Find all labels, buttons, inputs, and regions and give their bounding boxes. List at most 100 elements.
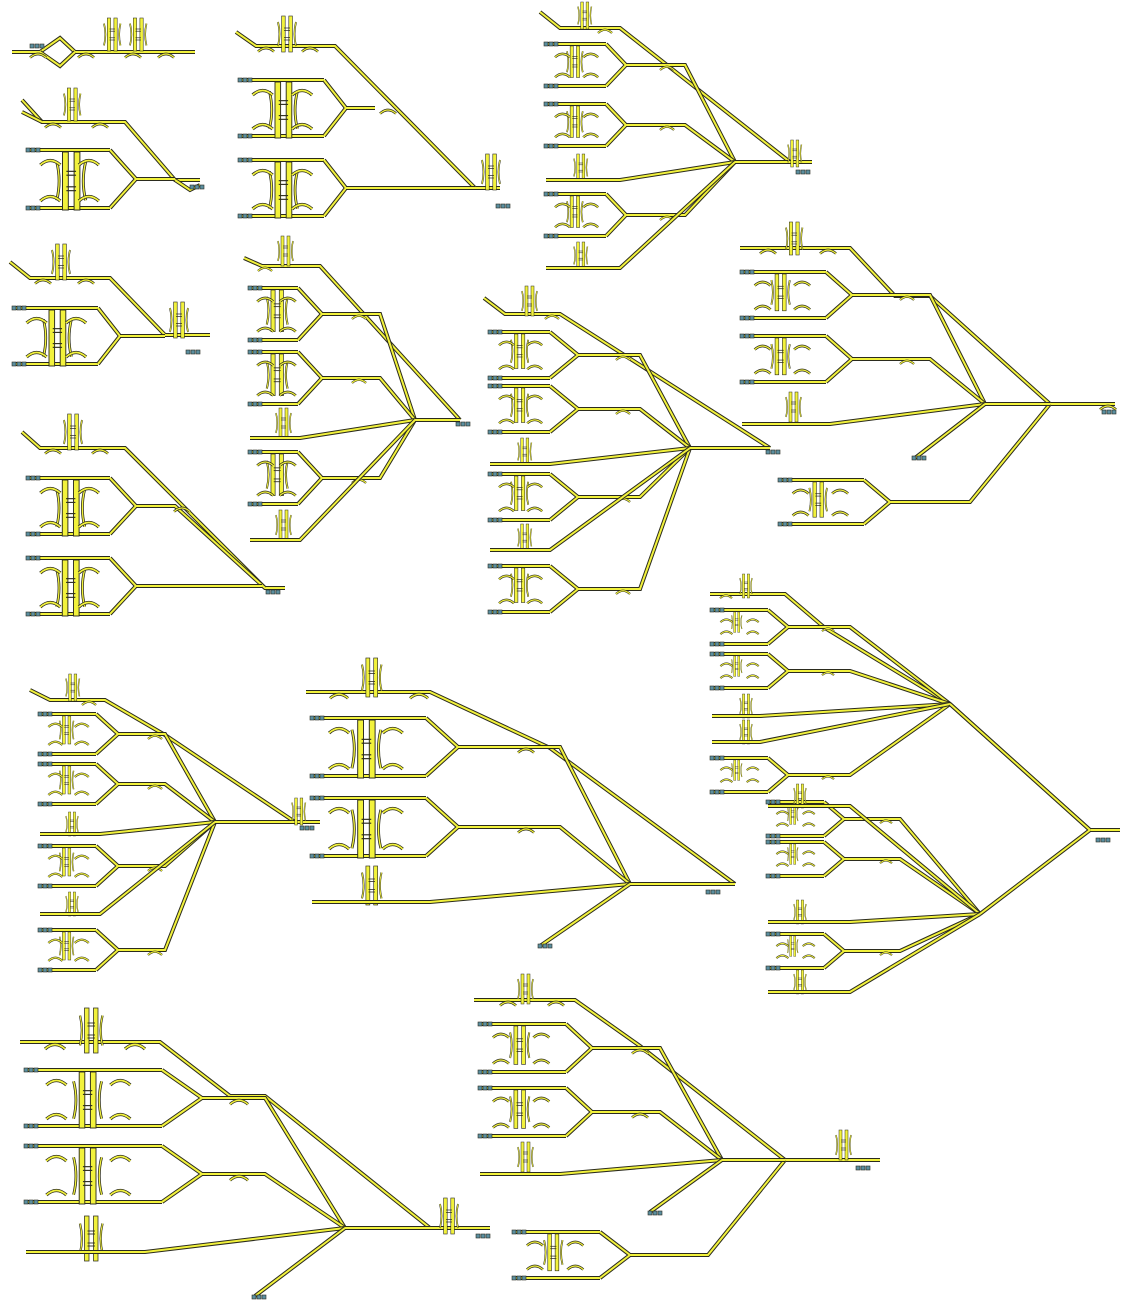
y-branch-splitter <box>108 476 139 536</box>
waveguide-tree <box>8 260 210 337</box>
directional-coupler <box>491 1032 511 1039</box>
mzi-phase-shifter <box>58 931 75 961</box>
directional-coupler <box>47 872 64 879</box>
waveguide <box>26 1226 346 1254</box>
directional-coupler <box>77 520 101 529</box>
y-branch-splitter <box>766 608 792 646</box>
directional-coupler <box>582 132 600 139</box>
directional-coupler <box>745 662 760 668</box>
waveguide <box>630 1158 787 1257</box>
waveguide <box>844 857 982 916</box>
mzi-phase-shifter <box>481 153 501 191</box>
directional-coupler <box>719 778 734 784</box>
directional-coupler <box>821 671 835 677</box>
waveguide <box>250 418 416 440</box>
io-port-pad <box>25 611 41 617</box>
y-branch-splitter <box>94 712 121 756</box>
mzi-phase-shifter <box>169 301 189 339</box>
directional-coupler <box>64 350 88 359</box>
directional-coupler <box>532 1058 551 1065</box>
mzi-phase-shifter <box>510 387 530 424</box>
directional-coupler <box>532 1032 551 1039</box>
directional-coupler <box>123 52 143 59</box>
waveguide <box>312 882 631 904</box>
directional-coupler <box>251 202 275 211</box>
directional-coupler <box>630 1048 650 1055</box>
directional-coupler <box>532 1122 551 1129</box>
io-port-pad <box>487 471 503 477</box>
directional-coupler <box>775 822 790 828</box>
io-port-pad <box>765 965 781 971</box>
io-port-pad <box>777 477 793 483</box>
y-branch-splitter <box>822 932 848 970</box>
directional-coupler <box>25 316 49 325</box>
y-branch-splitter <box>94 762 121 806</box>
directional-coupler <box>566 1240 585 1247</box>
io-port-pad <box>23 1123 39 1129</box>
io-port-pad <box>705 889 721 895</box>
directional-coupler <box>290 202 314 211</box>
io-port-pad <box>23 1143 39 1149</box>
directional-coupler <box>350 314 368 321</box>
io-port-pad <box>543 101 559 107</box>
directional-coupler <box>108 1188 132 1197</box>
directional-coupler <box>792 304 812 311</box>
waveguide <box>202 1096 347 1230</box>
directional-coupler <box>491 1096 511 1103</box>
directional-coupler <box>255 296 275 303</box>
directional-coupler <box>38 600 62 609</box>
y-branch-splitter <box>160 1068 206 1128</box>
waveguide <box>202 1172 347 1230</box>
mzi-phase-shifter <box>51 243 71 281</box>
y-branch-splitter <box>862 478 894 526</box>
directional-coupler <box>526 574 544 581</box>
y-branch-splitter <box>564 1022 595 1074</box>
waveguide <box>712 702 951 744</box>
waveguide <box>852 357 987 406</box>
directional-coupler <box>328 692 350 700</box>
waveguide <box>592 1110 724 1162</box>
io-port-pad <box>795 169 811 175</box>
mzi-phase-shifter <box>785 391 802 423</box>
io-port-pad <box>247 337 263 343</box>
io-port-pad <box>189 184 205 190</box>
waveguide <box>538 882 632 948</box>
waveguide <box>118 732 217 823</box>
io-port-pad <box>237 213 253 219</box>
waveguide <box>118 782 217 824</box>
io-port-pad <box>543 191 559 197</box>
directional-coupler <box>90 122 110 129</box>
directional-coupler <box>801 850 816 856</box>
waveguide <box>626 123 737 164</box>
mzi-phase-shifter <box>103 17 122 52</box>
directional-coupler <box>251 122 275 131</box>
waveguide <box>118 821 217 952</box>
directional-coupler <box>327 726 351 735</box>
io-port-pad <box>765 873 781 879</box>
io-port-pad <box>37 883 53 889</box>
waveguide <box>458 825 632 886</box>
y-branch-splitter <box>604 102 629 148</box>
directional-coupler <box>526 598 544 605</box>
io-port-pad <box>237 77 253 83</box>
directional-coupler <box>73 772 90 779</box>
io-port-pad <box>299 825 315 831</box>
waveguide <box>626 63 737 163</box>
directional-coupler <box>614 355 632 362</box>
directional-coupler <box>44 1112 69 1121</box>
directional-coupler <box>801 862 816 868</box>
y-branch-splitter <box>94 844 121 888</box>
waveguide-tree <box>234 30 500 190</box>
mzi-phase-shifter <box>63 87 82 122</box>
directional-coupler <box>38 486 62 495</box>
directional-coupler <box>255 460 275 467</box>
mzi-phase-shifter <box>350 718 383 780</box>
directional-coupler <box>543 314 561 321</box>
y-branch-splitter <box>96 306 123 366</box>
directional-coupler <box>775 810 790 816</box>
directional-coupler <box>526 394 544 401</box>
mzi-phase-shifter <box>573 241 589 270</box>
directional-coupler <box>108 1154 132 1163</box>
directional-coupler <box>830 488 850 495</box>
directional-coupler <box>497 482 516 489</box>
